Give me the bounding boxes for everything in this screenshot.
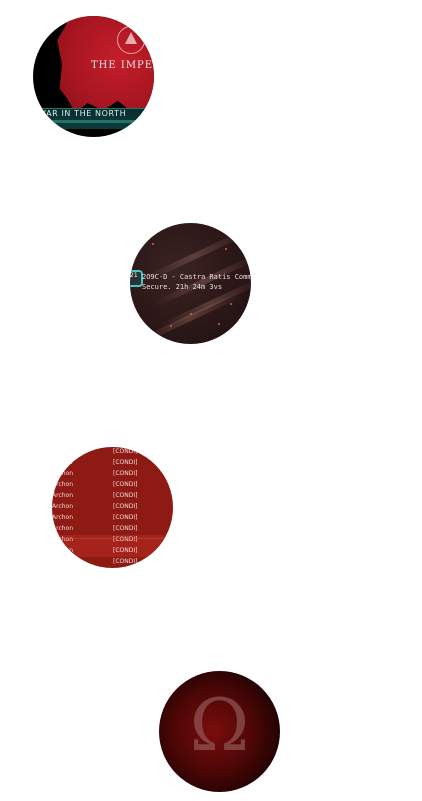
star-dot [190,313,192,315]
hud-thumbnail[interactable]: 21 2O9C-D - Castra Ratis Comm Secure. 21… [130,223,251,344]
system-status: Secure. 21h 24m 3vs [142,283,223,291]
map-banner-underline [38,120,138,123]
list-item: Archon[CONDI] [52,481,138,488]
omega-thumbnail[interactable]: Ω [159,671,280,792]
star-dot [170,325,172,327]
location-marker-icon [130,270,143,287]
list-item: [CONDI] [113,448,138,455]
list-item: archon[CONDI] [52,459,138,466]
list-item: Archon[CONDI] [52,546,173,557]
system-name: 2O9C-D - Castra Ratis Comm [142,273,251,281]
map-thumbnail[interactable]: THE IMPERI WAR IN THE NORTH [33,16,154,137]
list-item: Archon[CONDI] [52,492,138,499]
map-banner [33,108,154,129]
map-title: THE IMPERI [91,60,154,71]
list-item: Archon[CONDI] [52,558,138,565]
list-item: Archon[CONDI] [52,525,138,532]
list-item: Archon[CONDI] [52,535,173,546]
star-dot [230,303,232,305]
empire-emblem-icon [117,26,145,54]
list-item: Archon[CONDI] [52,514,138,521]
omega-icon: Ω [189,683,250,767]
list-item: Archon[CONDI] [52,470,138,477]
star-dot [225,248,227,250]
star-dot [218,323,220,325]
list-thumbnail[interactable]: [CONDI] archon[CONDI] Archon[CONDI] Arch… [52,447,173,568]
star-dot [152,243,154,245]
map-banner-text: WAR IN THE NORTH [38,109,127,118]
nebula-streak [138,292,242,344]
list-divider [52,538,173,539]
list-item: Archon[CONDI] [52,503,138,510]
marker-label: 21 [130,272,138,279]
